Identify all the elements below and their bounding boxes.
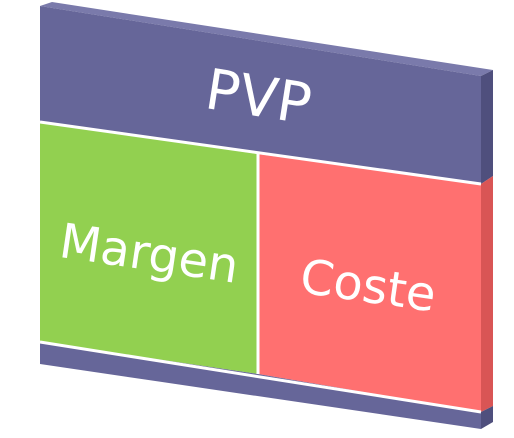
margen-block xyxy=(40,122,258,374)
pvp-header-band xyxy=(40,6,481,184)
divider-bottom xyxy=(39,340,482,414)
bottom-strip xyxy=(40,342,481,429)
divider-header xyxy=(39,120,482,186)
pvp-label: PVP xyxy=(201,57,316,138)
block-side-coste xyxy=(481,176,493,412)
block-side-header xyxy=(481,70,493,184)
block-side-bottom xyxy=(481,406,493,429)
block-top-face xyxy=(40,2,493,76)
coste-block xyxy=(258,154,481,412)
